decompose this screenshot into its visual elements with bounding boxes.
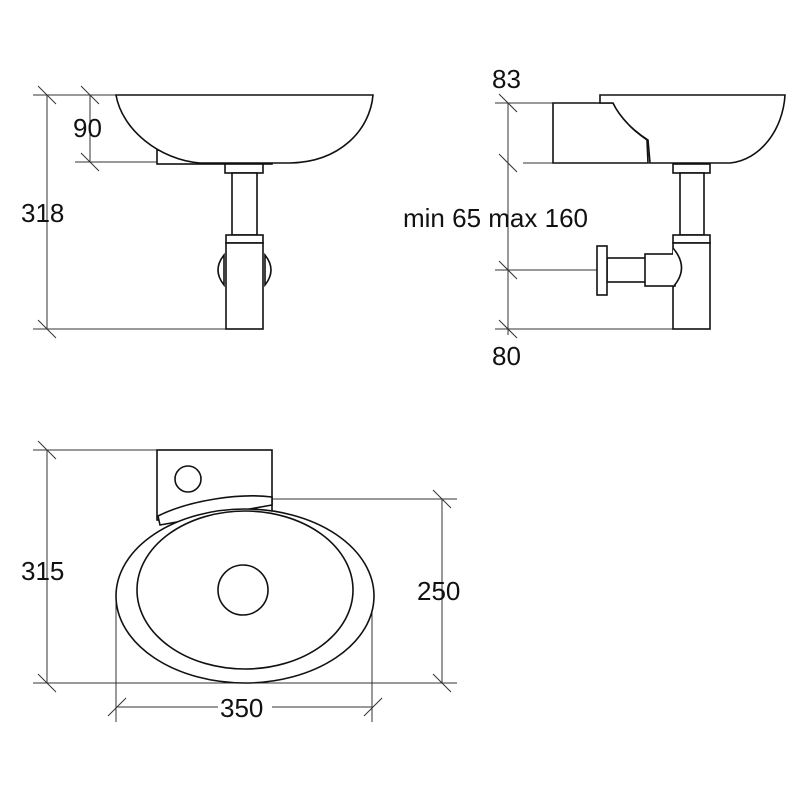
dimension-label-318: 318 <box>21 198 64 228</box>
trap-bulge <box>672 247 683 288</box>
waste-arm <box>606 257 648 283</box>
basin-side <box>599 94 786 164</box>
tick-mark <box>432 673 452 693</box>
trap-collar <box>672 234 711 244</box>
front-view: 318 90 <box>21 85 374 339</box>
wall-flange <box>596 245 608 296</box>
side-view: 83 min 65 max 160 80 <box>403 64 786 371</box>
tick-mark <box>498 319 518 339</box>
tick-mark <box>498 153 518 173</box>
tap-hole <box>174 465 202 493</box>
dimension-label-drain-range: min 65 max 160 <box>403 203 588 233</box>
tick-mark <box>80 152 100 172</box>
dimension-label-250: 250 <box>417 576 460 606</box>
drain-flange <box>672 163 711 174</box>
tick-mark <box>37 440 57 460</box>
tick-mark <box>498 93 518 113</box>
dimension-label-350: 350 <box>220 693 263 723</box>
tick-mark <box>80 85 100 105</box>
drain-flange <box>224 163 264 174</box>
trap-body <box>225 242 264 330</box>
dimension-label-315: 315 <box>21 556 64 586</box>
drain-tube <box>679 172 705 236</box>
top-view: 315 250 350 <box>21 440 460 723</box>
tick-mark <box>107 697 127 717</box>
tick-mark <box>37 673 57 693</box>
tick-mark <box>498 260 518 280</box>
dimension-label-80: 80 <box>492 341 521 371</box>
dimension-label-90: 90 <box>73 113 102 143</box>
waste-nut <box>644 253 676 287</box>
tick-mark <box>363 697 383 717</box>
tick-mark <box>37 85 57 105</box>
dimension-label-83: 83 <box>492 64 521 94</box>
tick-mark <box>37 319 57 339</box>
trap-collar <box>225 234 264 244</box>
basin-front <box>115 94 374 164</box>
drain-tube <box>231 172 258 236</box>
trap-side-caps <box>217 252 272 288</box>
drain-hole <box>217 564 269 616</box>
tick-mark <box>432 489 452 509</box>
